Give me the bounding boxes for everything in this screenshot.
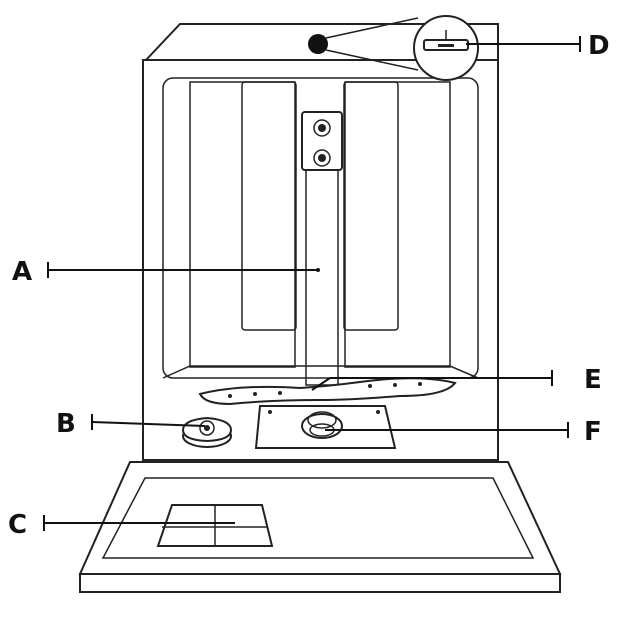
salt-container-cap — [181, 416, 233, 448]
dishwasher-door — [78, 461, 562, 593]
callout-a: A — [12, 257, 32, 287]
lower-spray-arm — [198, 377, 457, 406]
callout-d: D — [588, 31, 610, 61]
callout-c: C — [8, 510, 27, 540]
detergent-dispenser — [156, 504, 274, 547]
detail-magnifier — [308, 15, 479, 81]
callout-f: F — [584, 417, 602, 447]
callout-b: B — [56, 409, 76, 439]
leader-lines — [43, 36, 581, 531]
water-feed-pipe — [301, 111, 343, 386]
callout-labels: A B C D E F — [8, 31, 610, 540]
callout-e: E — [584, 365, 602, 395]
filter-assembly — [254, 405, 397, 449]
